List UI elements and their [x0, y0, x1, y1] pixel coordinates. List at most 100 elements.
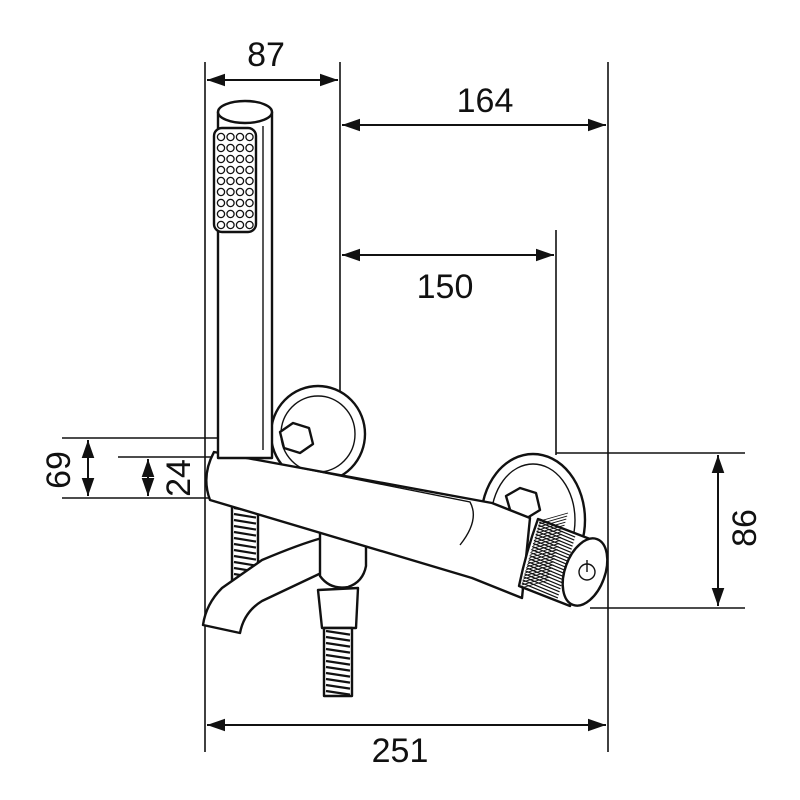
dimension-label-24: 24 — [160, 459, 198, 497]
thread-line — [325, 671, 351, 678]
knurl-line — [531, 545, 569, 562]
knurl-line — [527, 555, 557, 565]
nozzle-hole — [216, 220, 226, 230]
knurl-line — [521, 582, 559, 599]
nozzle-hole — [245, 176, 254, 186]
nozzle-hole — [226, 165, 235, 175]
nozzle-hole — [226, 220, 235, 230]
knurl-line — [535, 533, 572, 550]
knurl-line — [537, 527, 574, 544]
nozzle-hole — [226, 198, 235, 208]
thread-line — [325, 635, 351, 642]
dimension-label-150: 150 — [417, 268, 474, 306]
thread-line — [325, 629, 351, 636]
nozzle-hole — [235, 220, 245, 230]
nozzle-hole — [235, 154, 245, 164]
nozzle-hole — [235, 165, 245, 175]
nozzle-hole — [216, 198, 226, 208]
body-contour-line — [299, 467, 474, 546]
hand-shower-top — [216, 99, 274, 125]
knurl-line — [539, 512, 569, 522]
dimension-label-86: 86 — [726, 509, 764, 547]
spout — [201, 536, 338, 635]
thread-line — [325, 689, 351, 696]
knurl-line — [533, 533, 563, 543]
knurl-line — [528, 552, 557, 562]
knurl-line — [524, 567, 553, 577]
nozzle-hole — [235, 143, 245, 153]
knurl-line — [530, 546, 559, 555]
thread-line — [325, 683, 351, 690]
knurl-line — [523, 570, 552, 580]
knurl-line — [534, 530, 563, 540]
knurl-line — [522, 579, 559, 596]
knurl-line — [524, 573, 561, 590]
nozzle-hole — [235, 209, 245, 219]
knurl-line — [538, 524, 575, 541]
nozzle-hole — [235, 176, 245, 186]
knurl-line — [529, 554, 566, 572]
thread-line — [325, 677, 351, 684]
knurl-line — [520, 579, 550, 589]
knurl-line — [526, 561, 555, 571]
nozzle-hole — [245, 187, 254, 197]
hose-threaded-connector — [322, 626, 354, 698]
nozzle-hole — [235, 187, 245, 197]
knurl-line — [536, 524, 565, 534]
nozzle-hole — [245, 132, 254, 142]
knurl-line — [537, 521, 566, 531]
knurl-line — [528, 558, 566, 575]
thread-line — [233, 524, 257, 531]
nozzle-hole — [245, 143, 254, 153]
dimension-label-251: 251 — [372, 732, 429, 770]
nozzle-hole — [245, 220, 254, 230]
thread-line — [233, 554, 257, 561]
nozzle-hole — [216, 209, 226, 219]
knurl-line — [538, 518, 567, 528]
knurl-line — [539, 515, 568, 525]
knurl-line — [527, 561, 565, 578]
nozzle-hole — [245, 209, 254, 219]
dimension-label-69: 69 — [40, 451, 78, 489]
thread-line — [325, 665, 351, 672]
nozzle-hole — [226, 209, 235, 219]
thread-line — [325, 659, 351, 666]
knurl-line — [531, 543, 560, 552]
dimension-label-164: 164 — [457, 82, 514, 120]
thread-line — [325, 641, 351, 648]
nozzle-hole — [245, 198, 254, 208]
thread-line — [233, 542, 257, 549]
knurl-line — [520, 585, 558, 602]
nozzle-hole — [216, 143, 226, 153]
knurl-line — [536, 530, 573, 547]
nozzle-hole — [216, 132, 226, 142]
nozzle-hole — [226, 187, 235, 197]
nozzle-hole — [226, 132, 235, 142]
knurl-line — [534, 536, 572, 553]
nozzle-hole — [226, 154, 235, 164]
knurl-line — [539, 518, 577, 535]
hose-nut — [316, 586, 360, 630]
thread-line — [233, 536, 257, 543]
thread-line — [233, 518, 257, 525]
thread-line — [325, 653, 351, 660]
thread-line — [233, 530, 257, 537]
thread-line — [233, 560, 257, 567]
knurl-line — [525, 567, 563, 584]
thread-line — [325, 647, 351, 654]
knurl-line — [532, 542, 570, 559]
knurl-line — [531, 548, 568, 566]
nozzle-hole — [235, 132, 245, 142]
knurl-line — [523, 576, 560, 593]
nozzle-hole — [226, 143, 235, 153]
knurl-line — [533, 539, 571, 556]
knurl-line — [532, 539, 561, 549]
dimension-label-87: 87 — [247, 36, 285, 74]
knurl-line — [525, 564, 554, 574]
knurl-line — [525, 570, 562, 587]
nozzle-hole — [216, 176, 226, 186]
nozzle-hole — [245, 154, 254, 164]
left-wall-flange — [269, 384, 367, 484]
nozzle-hole — [216, 187, 226, 197]
